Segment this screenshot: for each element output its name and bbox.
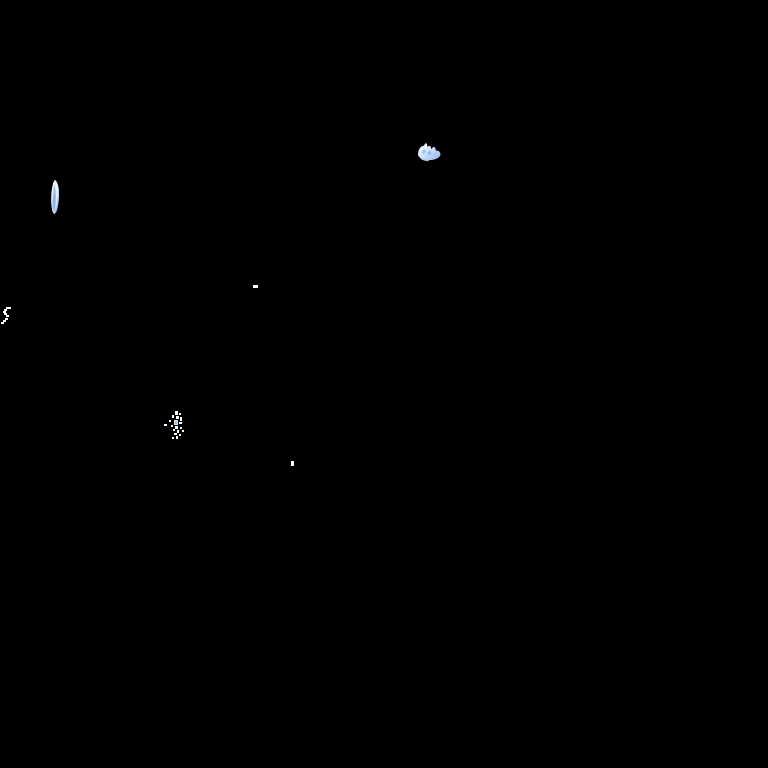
mark-left-edge-hook[interactable] [0, 305, 15, 329]
speck-lower-center[interactable] [291, 461, 294, 466]
blob-left-vertical[interactable] [46, 179, 66, 215]
blob-center-cluster[interactable] [163, 410, 189, 440]
blob-upper-right-diagonal[interactable] [416, 141, 446, 165]
blob-center-cluster-shape [164, 411, 184, 439]
blob-left-vertical-shape [51, 180, 60, 214]
blob-upper-right-diagonal-shape [418, 143, 441, 162]
speck-upper-center[interactable] [253, 285, 258, 288]
mark-left-edge-hook-shape [1, 307, 11, 324]
